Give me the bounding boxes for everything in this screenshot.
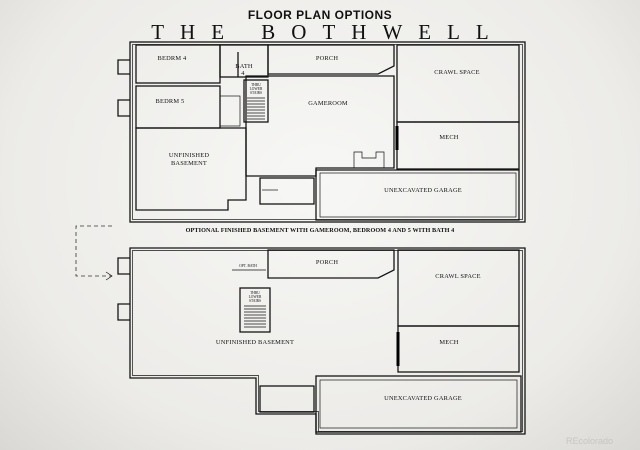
bottom-porch-label: PORCH [316,259,338,266]
recolorado-watermark: REcolorado [566,436,613,446]
bottom-garage [315,375,522,433]
bottom-mech-room [397,325,520,373]
top-floor-plan: BEDRM 4 BATH 4 PORCH CRAWL SPACE BEDRM 5… [117,41,526,234]
bottom-stairs-label-1: THRU [250,291,260,295]
unfinished-label-line2: BASEMENT [171,160,207,167]
top-crawl-space [396,44,520,123]
top-garage-inner [319,172,517,218]
model-name-title: THE BOTHWELL [151,20,505,44]
top-stairs-label-2: LOWER [250,87,263,91]
bottom-left-bay-windows [117,257,130,321]
top-porch-label: PORCH [316,55,338,62]
bedroom5-room [135,85,221,129]
floor-plan-options-heading: FLOOR PLAN OPTIONS [247,8,393,22]
bottom-mech-label: MECH [439,339,458,346]
top-outer-wall [129,41,526,223]
top-stairs-treads [247,97,265,120]
top-mech-label: MECH [439,134,458,141]
bedroom4-label: BEDRM 4 [158,55,188,62]
bedroom4-room [135,44,221,84]
bottom-stairs [239,287,271,333]
bottom-floor-plan: OPT. BATH PORCH CRAWL SPACE UNFINISHED B… [117,247,526,435]
opt-bath-label: OPT. BATH [239,264,257,268]
top-unfinished-basement [135,127,247,211]
connector-arrow [105,271,113,281]
bath4-label: BATH [235,63,253,70]
top-porch [267,44,395,75]
gameroom-label: GAMEROOM [308,100,348,107]
bottom-storage [259,385,315,413]
top-garage [315,169,520,221]
bottom-crawl-space [397,249,520,327]
top-stairs [243,79,269,123]
top-stairs-label-1: THRU [251,83,261,87]
bottom-garage-label: UNEXCAVATED GARAGE [384,395,462,402]
top-storage [259,177,315,205]
bottom-stairs-treads [244,305,266,328]
gameroom-fireplace [353,151,385,168]
optional-connector-line [75,225,112,277]
bottom-stairs-label-2: LOWER [249,295,262,299]
bottom-porch [267,249,395,279]
bedroom5-label: BEDRM 5 [156,98,185,105]
bedroom5-closet [219,95,241,127]
top-stairs-label-3: STAIRS [250,91,262,95]
top-mech-room [396,121,520,170]
bottom-outer-wall-inner [132,250,523,432]
top-garage-label: UNEXCAVATED GARAGE [384,187,462,194]
bottom-stairs-label-3: STAIRS [249,299,261,303]
bottom-unfinished-label: UNFINISHED BASEMENT [216,339,294,346]
bottom-garage-inner [319,379,518,429]
unfinished-label-line1: UNFINISHED [169,152,210,159]
bath4-number: 4 [241,70,245,77]
top-crawl-space-label: CRAWL SPACE [434,69,479,76]
bottom-crawl-space-label: CRAWL SPACE [435,273,480,280]
top-left-bay-windows [117,59,130,117]
plan-caption: OPTIONAL FINISHED BASEMENT WITH GAMEROOM… [186,227,455,234]
